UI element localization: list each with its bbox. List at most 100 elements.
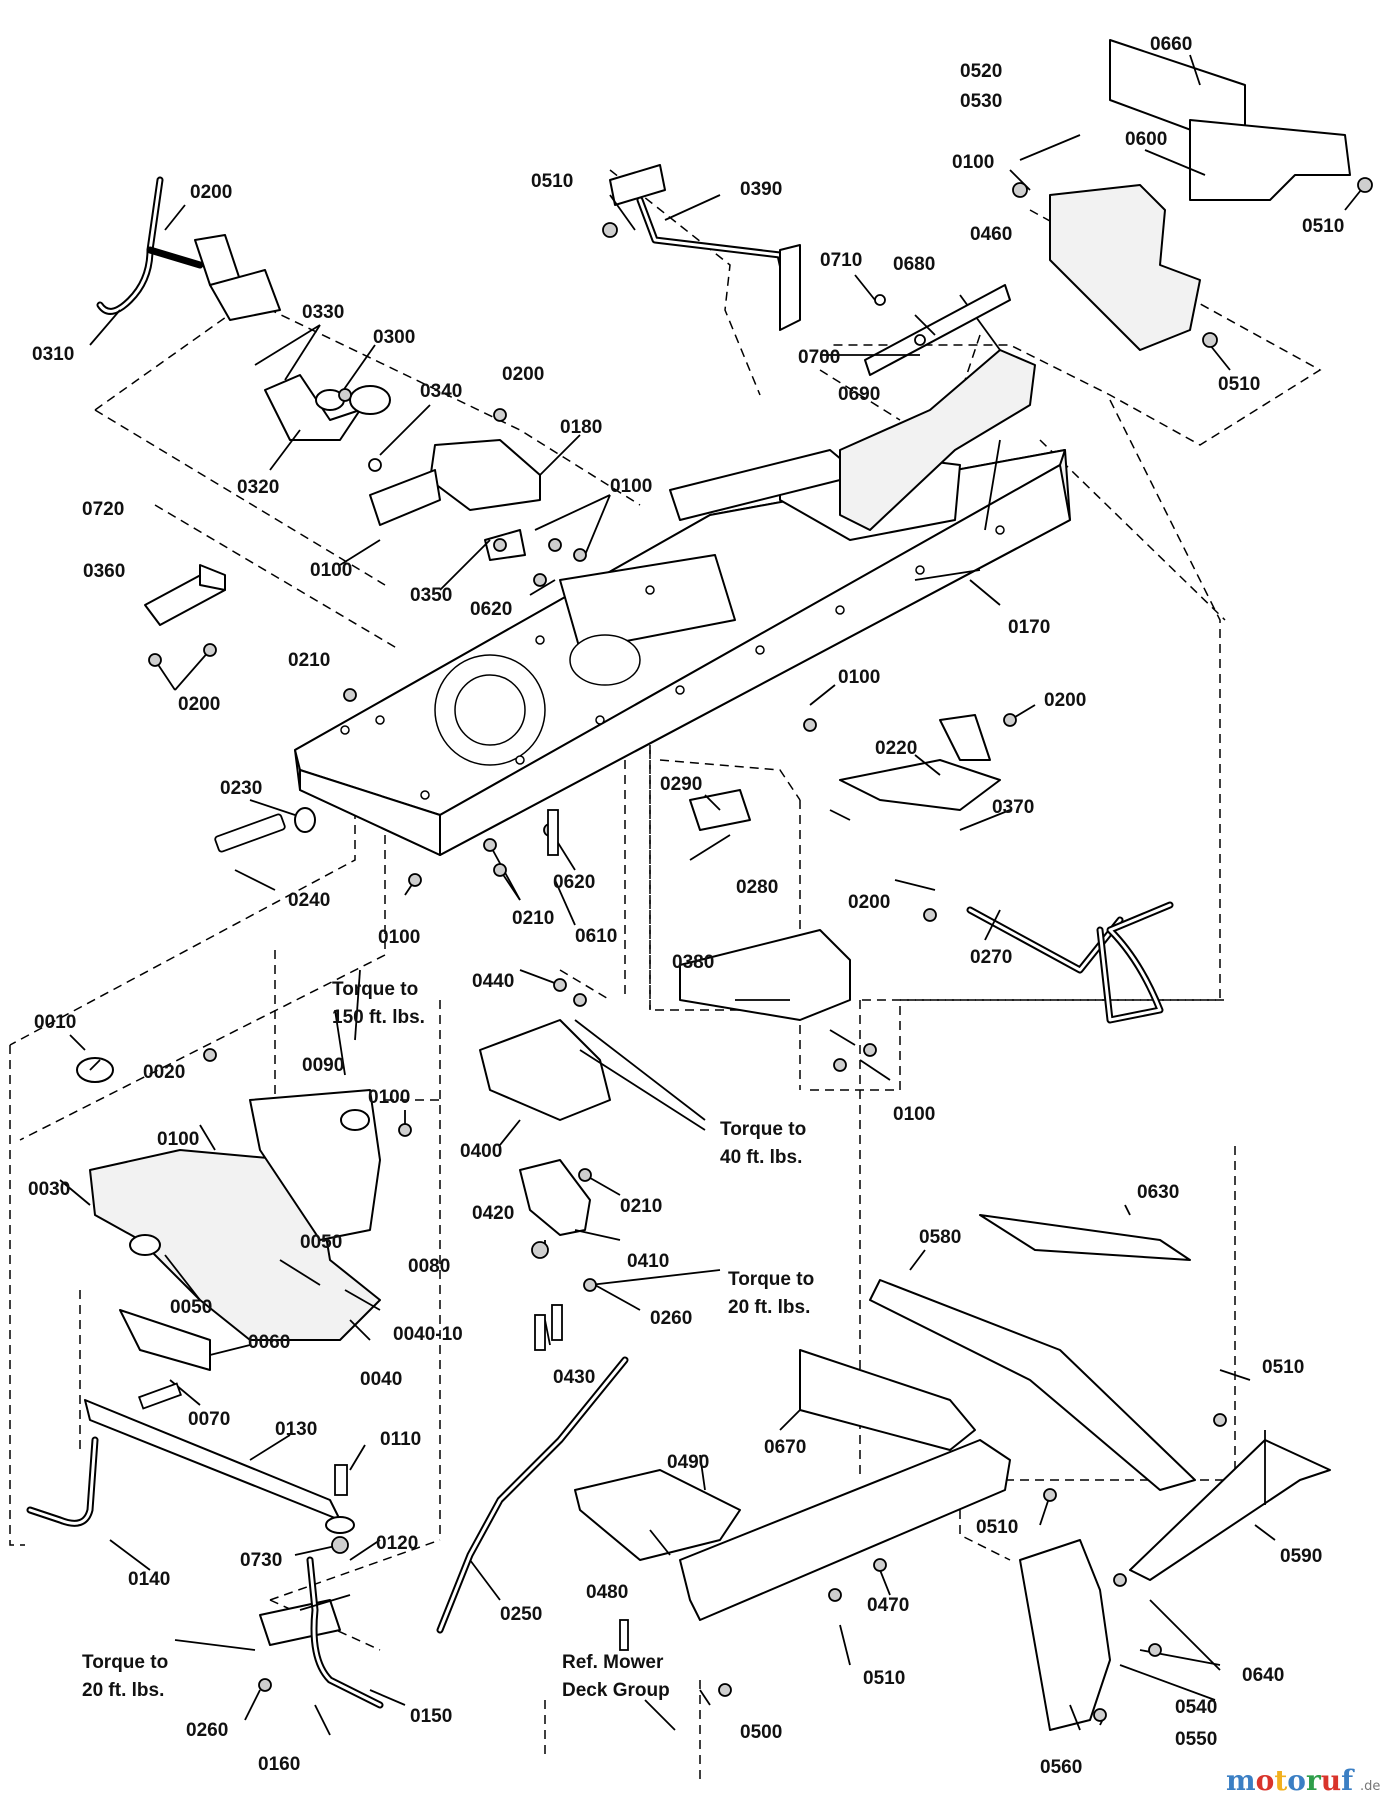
label-0210: 0210: [620, 1196, 662, 1217]
mower-deck-ref-line1: Ref. Mower: [562, 1652, 664, 1673]
label-0360: 0360: [83, 561, 125, 582]
label-0080: 0080: [408, 1256, 450, 1277]
label-0620: 0620: [470, 599, 512, 620]
label-0100: 0100: [610, 476, 652, 497]
front-axle-parts: [26, 1057, 384, 1709]
torque-20-left-line1: Torque to: [82, 1652, 168, 1673]
label-0420: 0420: [472, 1203, 514, 1224]
label-0060: 0060: [248, 1332, 290, 1353]
label-0170: 0170: [1008, 617, 1050, 638]
label-0240: 0240: [288, 890, 330, 911]
label-0610: 0610: [575, 926, 617, 947]
watermark-brand: motoruf: [1226, 1764, 1355, 1797]
label-0640: 0640: [1242, 1665, 1284, 1686]
label-0530: 0530: [960, 91, 1002, 112]
watermark-suffix: .de: [1360, 1779, 1380, 1794]
label-0400: 0400: [460, 1141, 502, 1162]
label-0280: 0280: [736, 877, 778, 898]
label-0270: 0270: [970, 947, 1012, 968]
label-0550: 0550: [1175, 1729, 1217, 1750]
label-0460: 0460: [970, 224, 1012, 245]
label-0580: 0580: [919, 1227, 961, 1248]
label-0100: 0100: [378, 927, 420, 948]
part-labels: 0660 0520 0530 0600 0100 0510 0510 0390 …: [28, 34, 1344, 1778]
label-0380: 0380: [672, 952, 714, 973]
label-0010: 0010: [34, 1012, 76, 1033]
torque-150-line1: Torque to: [332, 979, 418, 1000]
label-0200: 0200: [1044, 690, 1086, 711]
watermark-logo: motoruf .de: [1226, 1764, 1380, 1797]
label-0700: 0700: [798, 347, 840, 368]
label-0140: 0140: [128, 1569, 170, 1590]
label-0110: 0110: [380, 1429, 421, 1450]
label-0120: 0120: [376, 1533, 418, 1554]
label-0560: 0560: [1040, 1757, 1082, 1778]
label-0230: 0230: [220, 778, 262, 799]
label-0070: 0070: [188, 1409, 230, 1430]
mid-right-parts: [679, 714, 1174, 1024]
label-0440: 0440: [472, 971, 514, 992]
label-0690: 0690: [838, 384, 880, 405]
mower-deck-ref-line2: Deck Group: [562, 1680, 670, 1701]
label-0100: 0100: [310, 560, 352, 581]
torque-notes: Torque to 150 ft. lbs. Torque to 40 ft. …: [82, 979, 814, 1701]
label-0130: 0130: [275, 1419, 317, 1440]
label-0540: 0540: [1175, 1697, 1217, 1718]
label-0510: 0510: [863, 1668, 905, 1689]
label-0310: 0310: [32, 344, 74, 365]
bracket-0180: [369, 439, 541, 561]
label-0250: 0250: [500, 1604, 542, 1625]
label-0220: 0220: [875, 738, 917, 759]
label-0100: 0100: [893, 1104, 935, 1125]
label-0050: 0050: [170, 1297, 212, 1318]
label-0100: 0100: [952, 152, 994, 173]
label-0630: 0630: [1137, 1182, 1179, 1203]
bracket-0320: [264, 374, 391, 472]
label-0410: 0410: [627, 1251, 669, 1272]
label-0600: 0600: [1125, 129, 1167, 150]
label-0490: 0490: [667, 1452, 709, 1473]
label-0670: 0670: [764, 1437, 806, 1458]
label-0500: 0500: [740, 1722, 782, 1743]
label-0720: 0720: [82, 499, 124, 520]
label-0620: 0620: [553, 872, 595, 893]
label-0030: 0030: [28, 1179, 70, 1200]
rod-0250: [436, 1356, 629, 1634]
label-0510: 0510: [531, 171, 573, 192]
label-0350: 0350: [410, 585, 452, 606]
label-0040: 0040: [360, 1369, 402, 1390]
label-0150: 0150: [410, 1706, 452, 1727]
torque-20-mid-line2: 20 ft. lbs.: [728, 1297, 810, 1318]
upper-right-parts: [609, 39, 1351, 376]
label-0340: 0340: [420, 381, 462, 402]
label-0510: 0510: [976, 1517, 1018, 1538]
label-0200: 0200: [502, 364, 544, 385]
torque-20-mid-line1: Torque to: [728, 1269, 814, 1290]
label-0590: 0590: [1280, 1546, 1322, 1567]
torque-20-left-line2: 20 ft. lbs.: [82, 1680, 164, 1701]
label-0100: 0100: [157, 1129, 199, 1150]
label-0180: 0180: [560, 417, 602, 438]
label-0260: 0260: [650, 1308, 692, 1329]
label-0260: 0260: [186, 1720, 228, 1741]
label-0100: 0100: [838, 667, 880, 688]
label-0320: 0320: [237, 477, 279, 498]
label-0510: 0510: [1262, 1357, 1304, 1378]
middle-parts: [479, 1019, 611, 1236]
label-0210: 0210: [288, 650, 330, 671]
label-0050: 0050: [300, 1232, 342, 1253]
frame-holes: [340, 525, 1005, 800]
torque-150-line2: 150 ft. lbs.: [332, 1007, 425, 1028]
label-0160: 0160: [258, 1754, 300, 1775]
label-0680: 0680: [893, 254, 935, 275]
rear-frame-parts: [574, 1214, 1331, 1731]
label-0290: 0290: [660, 774, 702, 795]
label-0430: 0430: [553, 1367, 595, 1388]
label-0300: 0300: [373, 327, 415, 348]
lift-lever-0310: [96, 176, 281, 321]
label-0200: 0200: [178, 694, 220, 715]
bracket-0360: [144, 564, 226, 626]
torque-40-line2: 40 ft. lbs.: [720, 1147, 802, 1168]
label-0330: 0330: [302, 302, 344, 323]
